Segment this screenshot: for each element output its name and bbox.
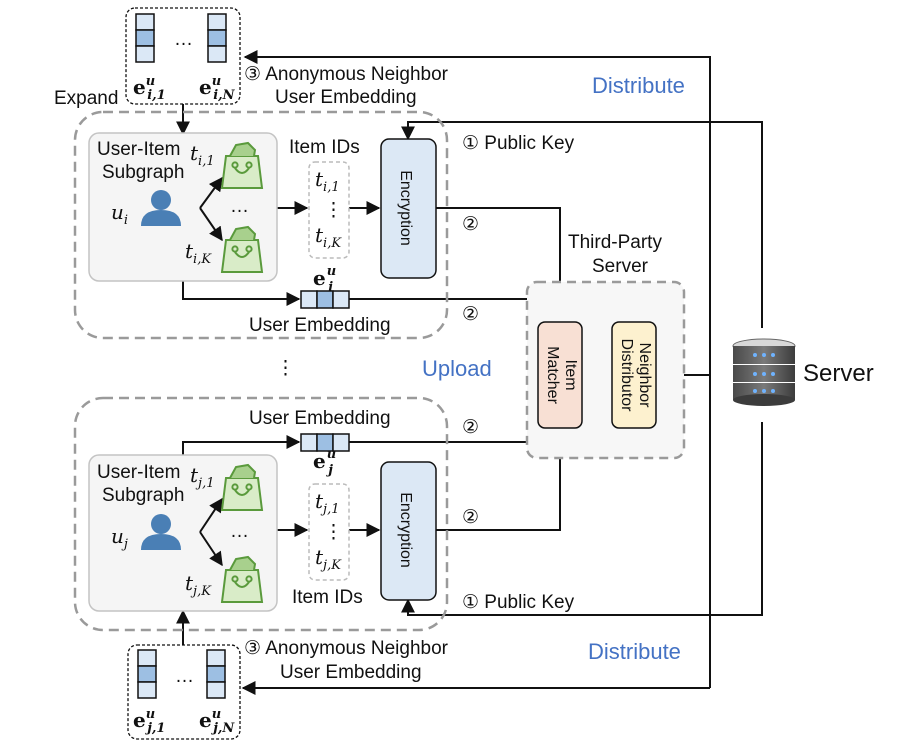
encryption-j-box [380,461,437,601]
server-database-icon [732,338,796,406]
third-party-title-line2: Server [592,256,649,277]
phase-distribute-top: Distribute [592,73,685,98]
edge-to-item-first-i [199,176,223,209]
public-key-i-label: ① Public Key [462,133,575,154]
distribute-top-line [243,50,711,688]
neighbor-distributor-box [611,321,657,429]
anonymous-neighbor-i-line1: ③ Anonymous Neighbor [244,64,449,85]
anonymous-neighbor-i-line2: User Embedding [275,87,417,108]
user-embedding-i-label: User Embedding [249,315,391,336]
item-ids-i-last: ti,K [315,223,342,251]
step2-embedding-i: ② [462,304,479,325]
encryption-to-matcher-bottom [435,427,567,531]
item-ids-i-label: Item IDs [289,137,360,158]
neighbor-embedding-vector [207,13,227,63]
neighbor-embedding-vector [137,649,157,699]
subgraph-i-label-line1: User-Item [97,139,180,160]
neighbor-distributor-label-line2: Distributor [618,339,635,413]
step2-encrypted-j: ② [462,507,479,528]
item-ids-i-box [308,161,350,259]
edge-to-item-first-j [199,497,223,533]
neighbor-embedding-vector [135,13,155,63]
user-embedding-j-label: User Embedding [249,408,391,429]
anonymous-neighbor-j-line2: User Embedding [280,662,422,683]
item-last-i-label: ti,K [185,239,212,267]
item-last-j-label: tj,K [185,571,212,599]
public-key-top-line [401,121,763,328]
encryption-j-label: Encryption [397,492,414,568]
phase-distribute-bottom: Distribute [588,639,681,664]
neighbor-ellipsis-j: … [175,666,194,687]
clients-vdots: ⋮ [276,358,295,379]
public-key-j-label: ① Public Key [462,592,575,613]
item-ids-j-vdots: ⋮ [324,522,343,543]
item-ids-i-vdots: ⋮ [324,200,343,221]
encryption-i-label: Encryption [397,170,414,246]
item-ids-j-label: Item IDs [292,587,363,608]
subgraph-to-embedding-top [182,281,301,306]
step2-encrypted-i: ② [462,214,479,235]
item-matcher-box [537,321,583,429]
subgraph-j-label-line2: Subgraph [102,485,184,506]
third-party-title-line1: Third-Party [568,232,662,253]
public-key-bottom-line [401,422,763,616]
item-matcher-label-line2: Matcher [544,346,561,404]
step2-embedding-j: ② [462,417,479,438]
item-ids-i-first: ti,1 [315,167,340,195]
item-ellipsis-i: … [230,196,249,217]
anonymous-neighbor-j-line1: ③ Anonymous Neighbor [244,638,449,659]
user-i-label: ui [111,200,128,228]
neighbor-embedding-vector [206,649,226,699]
user-j-label: uj [111,524,128,552]
edge-to-item-last-i [199,207,223,242]
edge-to-item-last-j [199,531,223,567]
item-ellipsis-j: … [230,521,249,542]
subgraph-to-embedding-bottom [182,435,301,455]
subgraph-j-label-line1: User-Item [97,462,180,483]
user-embedding-i-vector [300,290,350,309]
item-first-i-label: ti,1 [190,141,215,169]
subgraph-i-label-line2: Subgraph [102,162,184,183]
item-ids-j-box [308,483,350,581]
server-label: Server [803,360,874,387]
neighbor-distributor-label-line1: Neighbor [636,343,653,409]
client-j-container [73,396,449,632]
item-matcher-label-line1: Item [562,359,579,390]
expand-label: Expand [54,88,118,109]
phase-upload: Upload [422,356,492,381]
item-ids-j-last: tj,K [315,545,342,573]
neighbor-ellipsis-i: … [174,29,193,50]
item-ids-j-first: tj,1 [315,489,339,517]
encryption-i-box [380,138,437,279]
item-first-j-label: tj,1 [190,463,214,491]
